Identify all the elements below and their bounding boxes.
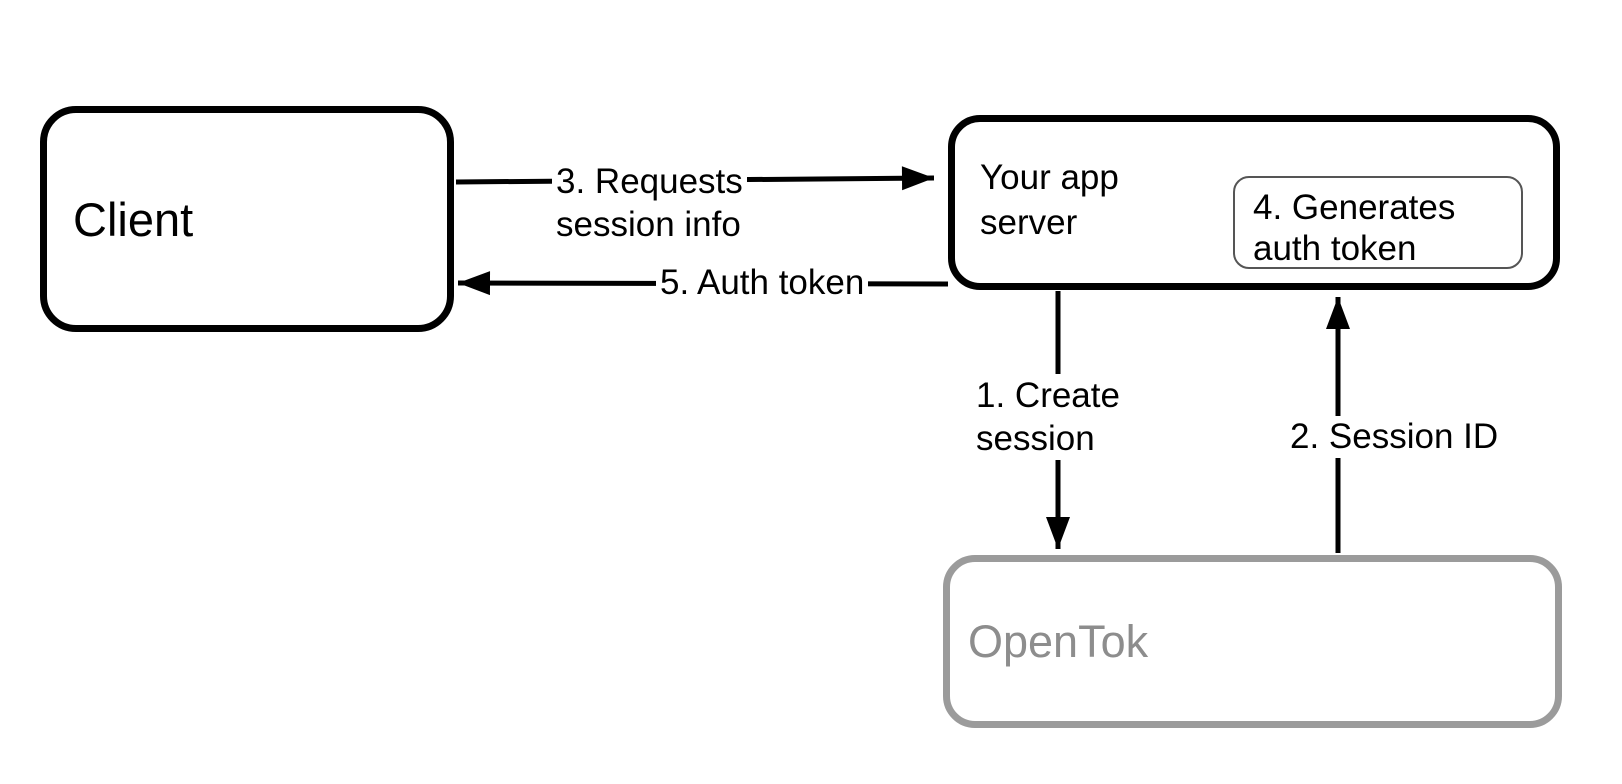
generates-auth-token-label: 4. Generates auth token — [1253, 188, 1456, 268]
label-session-id: 2. Session ID — [1286, 416, 1503, 458]
node-generates-auth-token: 4. Generates auth token — [1233, 176, 1523, 269]
app-server-label: Your app server — [980, 158, 1119, 242]
node-client: Client — [40, 106, 454, 332]
label-requests-session-info: 3. Requests session info — [552, 160, 747, 246]
node-opentok: OpenTok — [943, 555, 1562, 728]
client-label: Client — [73, 192, 194, 246]
label-create-session: 1. Create session — [972, 374, 1124, 460]
label-auth-token: 5. Auth token — [656, 262, 869, 304]
opentok-label: OpenTok — [968, 615, 1149, 667]
node-app-server: Your app server 4. Generates auth token — [948, 115, 1560, 290]
